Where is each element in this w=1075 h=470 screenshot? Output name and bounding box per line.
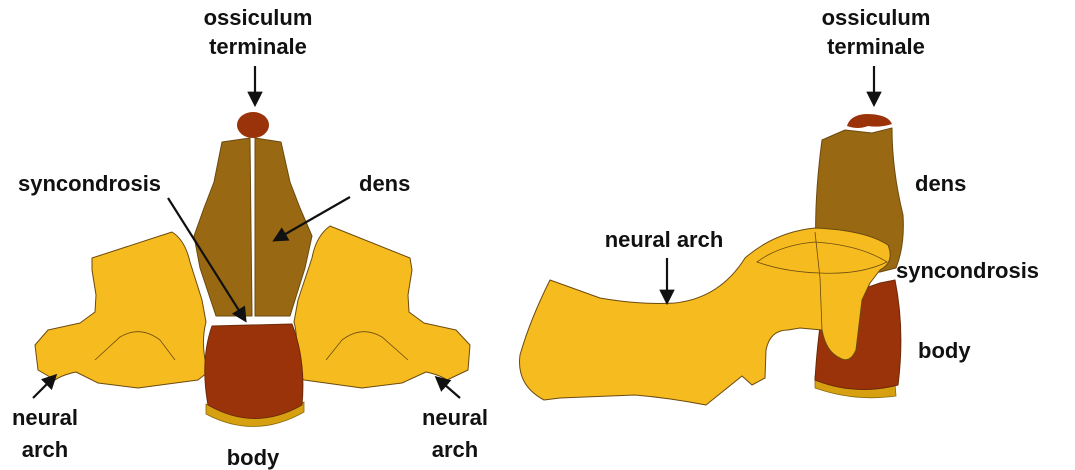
left-neural-arch-left-label-line2: arch [22, 437, 68, 462]
left-neural-arch-right-arrow [437, 378, 460, 398]
left-ossiculum-terminale [237, 112, 269, 138]
left-ossiculum-label-line1: ossiculum [204, 5, 313, 30]
left-dens-label: dens [359, 171, 410, 196]
left-neural-arch-right [292, 226, 470, 388]
right-neural-arch-label: neural arch [605, 227, 724, 252]
right-ossiculum-label-line2: terminale [827, 34, 925, 59]
left-view: ossiculum terminale syncondrosis dens ne… [12, 5, 488, 470]
left-body-label: body [227, 445, 280, 470]
left-neural-arch-right-label-line1: neural [422, 405, 488, 430]
left-neural-arch-left-label-line1: neural [12, 405, 78, 430]
left-neural-arch-left [35, 232, 208, 388]
left-ossiculum-label-line2: terminale [209, 34, 307, 59]
right-dens-label: dens [915, 171, 966, 196]
right-ossiculum-terminale [847, 114, 892, 128]
right-body-label: body [918, 338, 971, 363]
left-syncondrosis-label: syncondrosis [18, 171, 161, 196]
left-dens-left-half [194, 138, 252, 316]
left-neural-arch-right-label-line2: arch [432, 437, 478, 462]
right-ossiculum-label-line1: ossiculum [822, 5, 931, 30]
left-neural-arch-left-arrow [33, 376, 55, 398]
right-syncondrosis-label: syncondrosis [896, 258, 1039, 283]
right-view: ossiculum terminale dens neural arch syn… [520, 5, 1040, 405]
left-body [205, 324, 303, 419]
